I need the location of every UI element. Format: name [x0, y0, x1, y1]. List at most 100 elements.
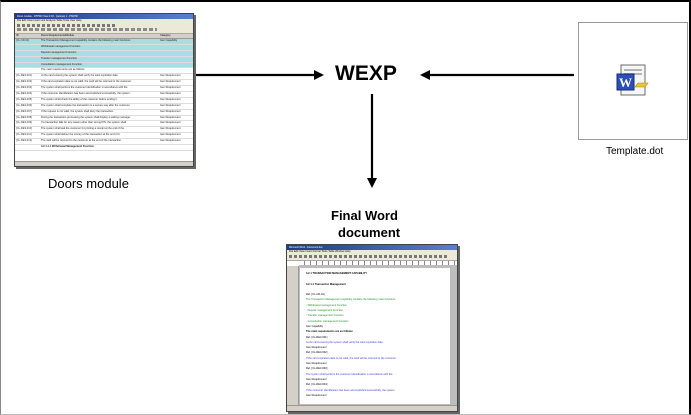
doors-row-id: [CL-RE3-006]: [16, 103, 32, 107]
doors-table-row[interactable]: Deposit management Function: [15, 50, 193, 57]
word-document-line: Gen Requirement: [306, 362, 327, 366]
doors-row-id: [15, 45, 40, 50]
doors-toolbar: [15, 23, 193, 34]
doors-table-row[interactable]: [CL-RE3-002] If the card expiration date …: [15, 80, 193, 87]
doors-row-category: [159, 68, 192, 73]
doors-row-text: If the request is not valid, the system …: [41, 109, 114, 113]
doors-row-text: The card will be returned to the custome…: [41, 139, 122, 143]
word-document-line: At the card entering the system shall ve…: [306, 340, 384, 344]
word-document-line: Gen Requirement: [306, 346, 327, 350]
doors-table-row[interactable]: [CL-CR-01]The Transaction Management cap…: [15, 39, 193, 45]
word-page-area: 3.2.1 TRANSACTION MANAGEMENT CAPABILITY 3…: [287, 266, 457, 406]
doors-table-row[interactable]: Consultation management Function: [15, 62, 193, 69]
word-document-line: 3.2.1 TRANSACTION MANAGEMENT CAPABILITY: [306, 272, 368, 275]
doors-row-category: Gen Requirement: [160, 86, 181, 90]
doors-row-category: Gen Capability: [160, 39, 178, 42]
doors-row-text: 3.2.1.1.1 Withdrawal Management Function: [41, 145, 94, 149]
doors-module-screenshot: Doors module - RTPWX View 2.03 - (variou…: [14, 13, 194, 167]
doors-row-category: [159, 145, 192, 150]
doors-row-id: [CL-RE3-009]: [16, 121, 32, 125]
doors-table-row[interactable]: The main requirements are as follows:: [15, 68, 193, 75]
doors-row-text: Deposit management Function: [41, 50, 77, 54]
doors-row-id: [CL-RE3-008]: [16, 115, 32, 119]
doors-row-text: Consultation management Function: [41, 62, 82, 66]
final-word-caption-line2: document: [338, 225, 401, 240]
doors-table-row[interactable]: [CL-RE3-008] During the transaction proce…: [15, 116, 193, 122]
doors-row-id: [15, 63, 40, 68]
doors-column-header: ID Doors Requirements/Module Category: [15, 34, 193, 39]
doors-row-category: Gen Requirement: [160, 74, 181, 78]
doors-row-text: If the customer identification has been …: [41, 92, 130, 96]
doors-row-id: [15, 51, 40, 56]
word-document-line: - Transfer management Function: [306, 314, 344, 318]
doors-row-category: Gen Requirement: [160, 92, 181, 96]
doors-row-text: The system shall perform the customer id…: [41, 86, 128, 90]
doors-table-row[interactable]: [CL-RE3-004] If the customer identificati…: [15, 92, 193, 98]
doors-row-text: The system shall deliver the money of th…: [41, 133, 121, 137]
word-document-line: If the customer identification has been …: [306, 388, 395, 392]
word-ruler: [299, 261, 457, 266]
doors-row-id: [CL-RE3-005]: [16, 97, 32, 101]
word-document-screenshot: Microsoft Word - Document.doc File Edit …: [286, 244, 458, 412]
doors-table-row[interactable]: [CL-RE3-006]The system shall complete th…: [15, 104, 193, 110]
doors-row-id: [CL-CR-01]: [16, 39, 30, 42]
doors-table-row[interactable]: [CL-RE3-003] The system shall perform the…: [15, 86, 193, 93]
doors-table-row[interactable]: 3.2.1.1.1 Withdrawal Management Function: [15, 145, 193, 151]
doors-table-row[interactable]: [CL-RE3-012] The card will be returned to…: [15, 139, 193, 146]
doors-table-row[interactable]: Transfer management Function: [15, 56, 193, 63]
doors-row-text: The system shall ask the customer for pr…: [41, 127, 125, 131]
doors-table-row[interactable]: [CL-RE3-001]At the card entering the sys…: [15, 74, 193, 81]
doors-row-id: [CL-RE3-011]: [16, 133, 32, 137]
doors-row-id: [CL-RE3-004]: [16, 92, 32, 96]
word-page: 3.2.1 TRANSACTION MANAGEMENT CAPABILITY 3…: [300, 268, 450, 404]
word-document-line: Ref. [CL-RE3-001]: [306, 335, 328, 339]
word-document-line: Ref. [CL-CR-01]: [306, 293, 325, 297]
template-caption: Template.dot: [606, 146, 664, 157]
doors-row-id: [CL-RE3-001]: [16, 74, 32, 78]
word-toolbar: [287, 254, 457, 261]
word-document-line: 3.2.1.1 Transaction Management: [306, 282, 346, 286]
word-document-line: Gen Requirement: [306, 377, 327, 381]
doors-row-text: Transfer management Function: [41, 56, 78, 60]
doors-row-category: [159, 45, 192, 50]
word-document-line: - Consultation management Function: [306, 319, 349, 323]
doors-row-category: Gen Requirement: [160, 121, 181, 125]
doors-row-category: Gen Requirement: [160, 115, 181, 119]
doors-row-id: [15, 68, 40, 73]
svg-text:W: W: [619, 75, 632, 90]
doors-row-id: [CL-RE3-012]: [16, 139, 32, 143]
wexp-label: WEXP: [335, 62, 397, 85]
doors-row-category: Gen Requirement: [160, 127, 181, 131]
doors-row-text: Withdrawal management Function: [41, 44, 81, 48]
word-document-line: - Withdrawal management Function: [306, 303, 347, 307]
doors-row-category: Gen Requirement: [160, 133, 181, 137]
template-file-icon: W: [578, 22, 688, 140]
word-document-line: The Transaction Management capability co…: [306, 298, 396, 302]
doors-row-category: [159, 63, 192, 68]
doors-row-text: During the transaction processing the sy…: [41, 115, 131, 119]
doors-table-row[interactable]: [CL-RE3-007]If the request is not valid,…: [15, 110, 193, 116]
doors-row-category: Gen Requirement: [160, 103, 181, 107]
word-document-line: Ref. [CL-RE3-002]: [306, 351, 328, 355]
doors-row-category: Gen Requirement: [160, 109, 181, 113]
doors-row-category: [159, 57, 192, 62]
doors-table: [CL-CR-01]The Transaction Management cap…: [15, 39, 193, 151]
doors-row-id: [CL-RE3-002]: [16, 80, 32, 84]
doors-table-row[interactable]: [CL-RE3-011] The system shall deliver the…: [15, 133, 193, 140]
doors-table-row[interactable]: [CL-RE3-010]The system shall ask the cus…: [15, 127, 193, 134]
word-document-line: Ref. [CL-RE3-003]: [306, 367, 328, 371]
word-document-line: Gen Requirement: [306, 393, 327, 397]
doors-row-text: The main requirements are as follows:: [41, 68, 85, 72]
word-template-icon: W: [616, 64, 649, 96]
doors-table-row[interactable]: Withdrawal management Function: [15, 44, 193, 51]
final-word-caption-line1: Final Word: [331, 208, 398, 223]
doors-row-id: [15, 145, 40, 150]
doors-row-id: [CL-RE3-003]: [16, 86, 32, 90]
doors-row-text: The system shall check the ability of th…: [41, 97, 118, 101]
doors-table-row[interactable]: [CL-RE3-009]If a transaction fails for a…: [15, 121, 193, 128]
word-document-line: If the card expiration date is not valid…: [306, 356, 396, 360]
doors-table-row[interactable]: [CL-RE3-005] The system shall check the a…: [15, 98, 193, 104]
doors-row-text: If the card expiration date is not valid…: [41, 80, 132, 84]
doors-module-caption: Doors module: [48, 176, 129, 191]
